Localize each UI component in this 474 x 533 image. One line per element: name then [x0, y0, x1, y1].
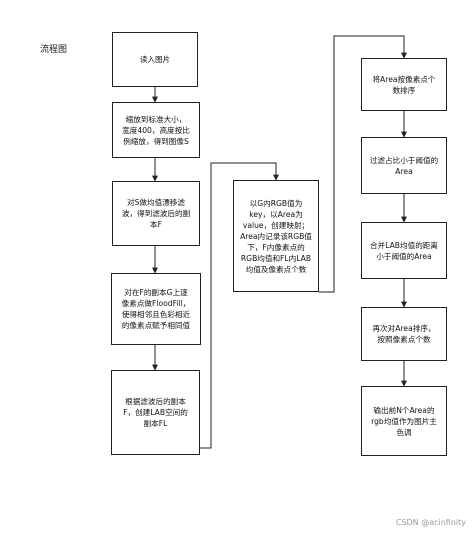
node-mean-shift-filter: 对S做均值漂移滤 波，得到滤波后的副 本F [112, 181, 200, 246]
node-resort-area: 再次对Area排序， 按照像素点个数 [361, 307, 447, 361]
node-build-map: 以G内RGB值为 key，以Area为 value，创建映射； Area内记录该… [233, 180, 319, 292]
watermark: CSDN @acinfinity [395, 518, 466, 527]
node-sort-area: 将Area按像素点个 数排序 [361, 58, 447, 111]
node-flood-fill: 对在F的副本G上逐 像素点做FloodFill， 使得相邻且色彩相近 的像素点赋… [111, 273, 201, 345]
node-lab-copy: 根据滤波后的副本 F，创建LAB空间的 副本FL [111, 370, 200, 455]
arrow-labcopy-to-buildmap [200, 162, 279, 449]
node-merge-area: 合并LAB均值的距离 小于阈值的Area [361, 222, 447, 279]
node-scale-image: 缩放到标准大小， 宽度400，高度按比 例缩放，得到图像S [112, 102, 200, 158]
node-output-colors: 输出前N个Area的 rgb均值作为图片主 色调 [361, 386, 447, 456]
node-filter-area: 过滤占比小于阈值的 Area [361, 137, 447, 194]
page-title: 流程图 [40, 45, 68, 55]
node-read-image: 读入图片 [112, 32, 198, 87]
arrow-buildmap-to-sort [319, 35, 407, 293]
